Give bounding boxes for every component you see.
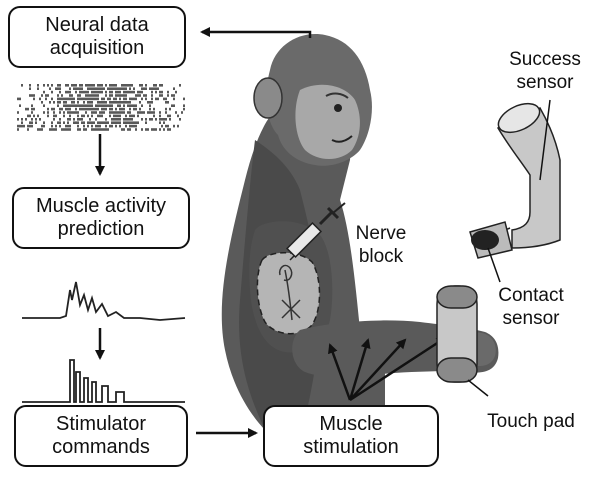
contact-sensor-label: Contact sensor bbox=[498, 285, 564, 329]
flow-arrows bbox=[95, 27, 312, 438]
touch-pad-device bbox=[436, 285, 478, 383]
muscle-activity-prediction-label: Muscle activity prediction bbox=[35, 195, 167, 240]
stimulator-commands-box: Stimulator commands bbox=[14, 405, 188, 467]
spike-raster bbox=[17, 84, 185, 131]
emg-trace-stimulus bbox=[22, 359, 185, 403]
success-sensor-device bbox=[469, 102, 561, 259]
stimulation-arrows bbox=[328, 336, 447, 402]
label-leader-lines bbox=[467, 99, 551, 397]
success-sensor-label: Success sensor bbox=[509, 49, 581, 93]
muscle-stimulation-label: Muscle stimulation bbox=[303, 413, 399, 458]
nerve-block-label: Nerve block bbox=[355, 223, 407, 267]
syringe-illustration bbox=[285, 202, 346, 261]
muscle-activity-prediction-box: Muscle activity prediction bbox=[12, 187, 190, 249]
emg-trace-predicted bbox=[22, 281, 186, 321]
stimulator-commands-label: Stimulator commands bbox=[52, 413, 150, 458]
neural-data-acquisition-box: Neural data acquisition bbox=[8, 6, 186, 68]
neural-data-acquisition-label: Neural data acquisition bbox=[45, 14, 149, 59]
muscle-stimulation-box: Muscle stimulation bbox=[263, 405, 439, 467]
touch-pad-label: Touch pad bbox=[487, 411, 575, 432]
